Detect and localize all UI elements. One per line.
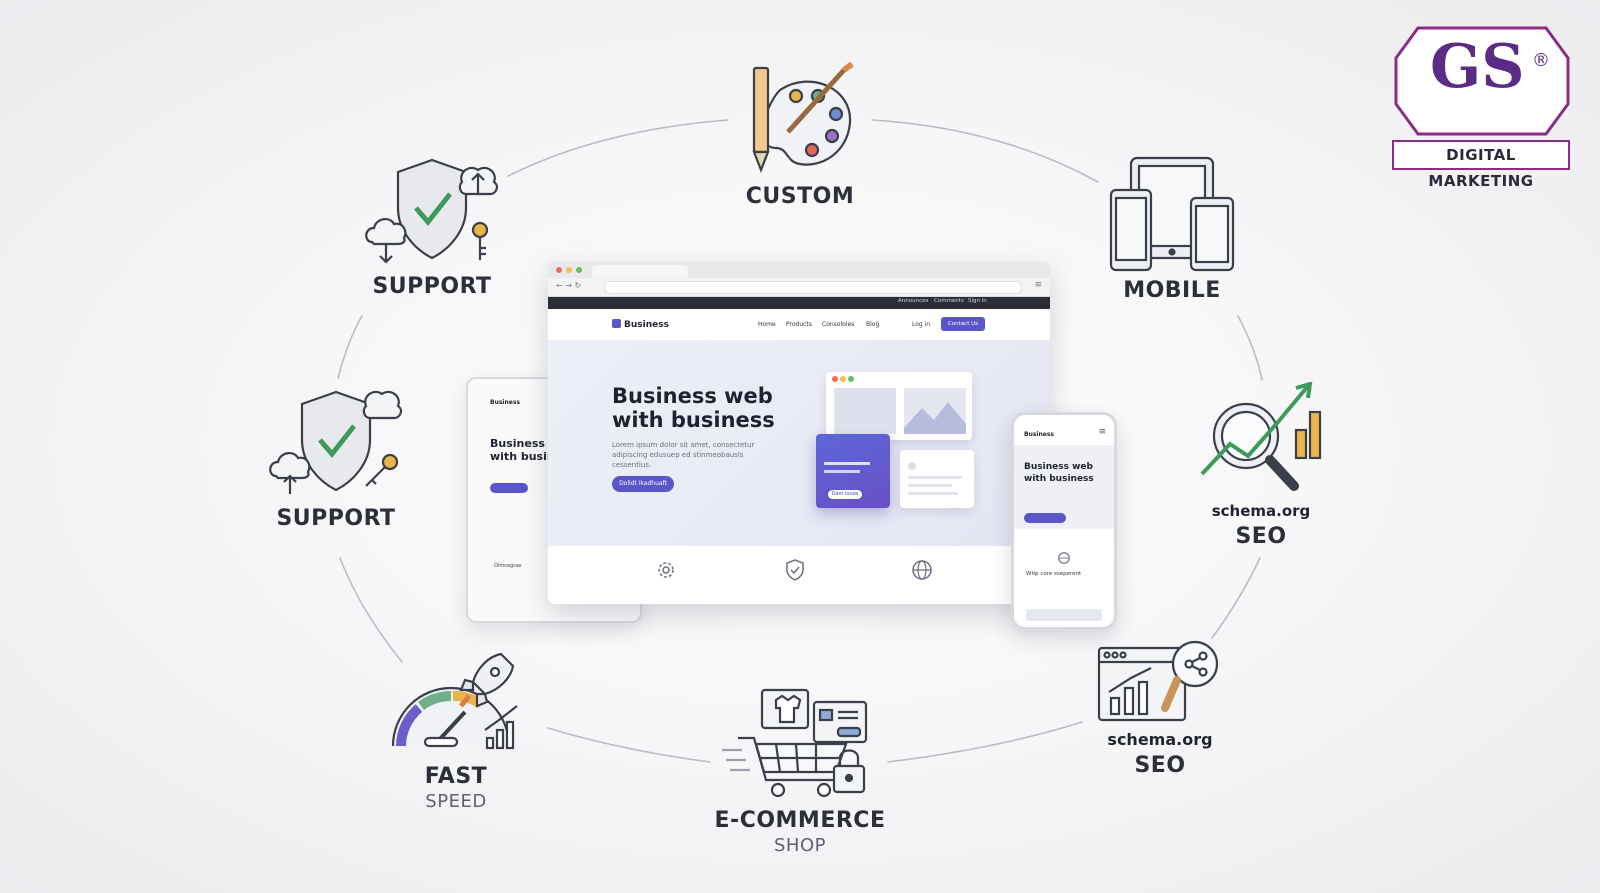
shopping-cart-icon <box>722 688 868 798</box>
dot-icon <box>832 376 838 382</box>
contact-button: Contact Us <box>941 317 985 331</box>
utility-bar: Announces Comments Sign in <box>548 297 1050 309</box>
card-line <box>824 470 860 473</box>
feature-seo-bottom-label: SEO <box>1134 753 1186 778</box>
shield-cloud-key-icon <box>365 158 499 264</box>
nav-arrows-icon: ← → ↻ <box>556 281 582 290</box>
feature-seo-bottom: schema.org SEO <box>1080 638 1240 778</box>
logo-mark: GS <box>1430 32 1525 102</box>
hero-text: Lorem ipsum dolor sit amet, consectetur … <box>612 441 755 469</box>
hero-section: Business web with business Lorem ipsum d… <box>548 340 1050 546</box>
globe-icon <box>912 560 932 580</box>
tablet-feature-label: Olmcegrae <box>494 563 522 569</box>
card-button: Dam louze <box>828 490 862 499</box>
shield-check-icon <box>786 559 804 581</box>
palette-pencil-icon <box>752 61 854 174</box>
feature-seo-top: schema.org SEO <box>1176 382 1346 549</box>
tablet-title: Business w with busine <box>490 437 563 463</box>
login-link: Log in <box>912 321 931 328</box>
card-line <box>824 462 870 465</box>
feature-fast-label: FAST <box>424 764 488 789</box>
feature-custom-label: CUSTOM <box>745 184 855 209</box>
hero-title: Business web with business <box>612 384 775 432</box>
illustration-window <box>826 372 972 440</box>
phone-mockup: Business ≡ Business web with business Wt… <box>1011 412 1117 630</box>
devices-icon <box>1109 156 1235 272</box>
feature-seo-bottom-schema: schema.org <box>1107 730 1213 749</box>
illustration-card-purple: Dam louze <box>816 434 890 508</box>
dot-icon <box>848 376 854 382</box>
url-field <box>604 281 1022 294</box>
feature-support-top: SUPPORT <box>352 152 512 299</box>
feature-support-left-label: SUPPORT <box>276 506 396 531</box>
card-line <box>908 476 962 479</box>
seo-share-chart-icon <box>1097 640 1219 722</box>
phone-footer-bar <box>1026 609 1102 621</box>
globe-icon <box>1058 552 1070 564</box>
browser-mockup: ← → ↻ ≡ Announces Comments Sign in Busin… <box>548 262 1050 604</box>
feature-support-top-label: SUPPORT <box>372 274 492 299</box>
gear-icon <box>658 562 674 578</box>
feature-custom: CUSTOM <box>720 60 880 209</box>
mountain-image-icon <box>904 388 966 434</box>
browser-tab <box>592 265 688 278</box>
site-brand-text: Business <box>624 320 669 330</box>
browser-address-bar: ← → ↻ ≡ <box>548 278 1050 297</box>
site-navbar: Business Home Products Consoloies Blog L… <box>548 309 1050 342</box>
utility-link: Sign in <box>968 298 987 304</box>
phone-brand: Business <box>1024 431 1054 438</box>
nav-link: Home <box>758 321 776 328</box>
tablet-brand: Business <box>490 399 520 406</box>
feature-mobile-label: MOBILE <box>1123 278 1221 303</box>
features-row <box>548 546 1050 604</box>
maximize-dot-icon <box>576 267 582 273</box>
minimize-dot-icon <box>566 267 572 273</box>
shield-cloud-key-icon <box>269 390 403 494</box>
feature-ecommerce-sub: SHOP <box>774 835 826 856</box>
phone-cta-button <box>1024 513 1066 523</box>
phone-title: Business web with business <box>1024 462 1094 484</box>
utility-link: Announces <box>898 298 929 304</box>
feature-ecommerce-label: E-COMMERCE <box>714 808 886 833</box>
browser-titlebar <box>548 262 1050 278</box>
avatar <box>908 462 916 470</box>
feature-fast: FAST SPEED <box>376 650 536 812</box>
gs-logo: GS ® DIGITAL MARKETING <box>1392 22 1572 190</box>
nav-link: Blog <box>866 321 880 328</box>
logo-registered: ® <box>1532 50 1550 71</box>
dot-icon <box>840 376 846 382</box>
card-line <box>908 492 958 495</box>
card-line <box>908 484 952 487</box>
brand-logo-icon <box>612 319 621 328</box>
feature-fast-sub: SPEED <box>425 791 487 812</box>
image-placeholder <box>834 388 896 434</box>
tablet-cta-button <box>490 483 528 493</box>
feature-seo-top-label: SEO <box>1235 524 1287 549</box>
speedometer-rocket-icon <box>391 652 518 750</box>
hamburger-icon: ≡ <box>1098 427 1106 437</box>
menu-icon: ≡ <box>1034 280 1042 290</box>
nav-link: Consoloies <box>822 321 855 328</box>
close-dot-icon <box>556 267 562 273</box>
illustration-card-white <box>900 450 974 508</box>
logo-hexagon-icon <box>1394 26 1570 136</box>
feature-support-left: SUPPORT <box>256 384 416 531</box>
seo-magnifier-chart-icon <box>1200 382 1322 491</box>
feature-ecommerce: E-COMMERCE SHOP <box>700 686 900 856</box>
hero-button: Dolldt ikadhuaft <box>612 476 674 492</box>
utility-link: Comments <box>934 298 964 304</box>
feature-seo-top-schema: schema.org <box>1211 502 1311 520</box>
site-brand: Business <box>612 319 669 330</box>
logo-tagline: DIGITAL MARKETING <box>1392 140 1570 190</box>
phone-section-title: Wtip core sseperent <box>1026 571 1082 577</box>
nav-link: Products <box>786 321 812 328</box>
feature-mobile: MOBILE <box>1092 154 1252 303</box>
